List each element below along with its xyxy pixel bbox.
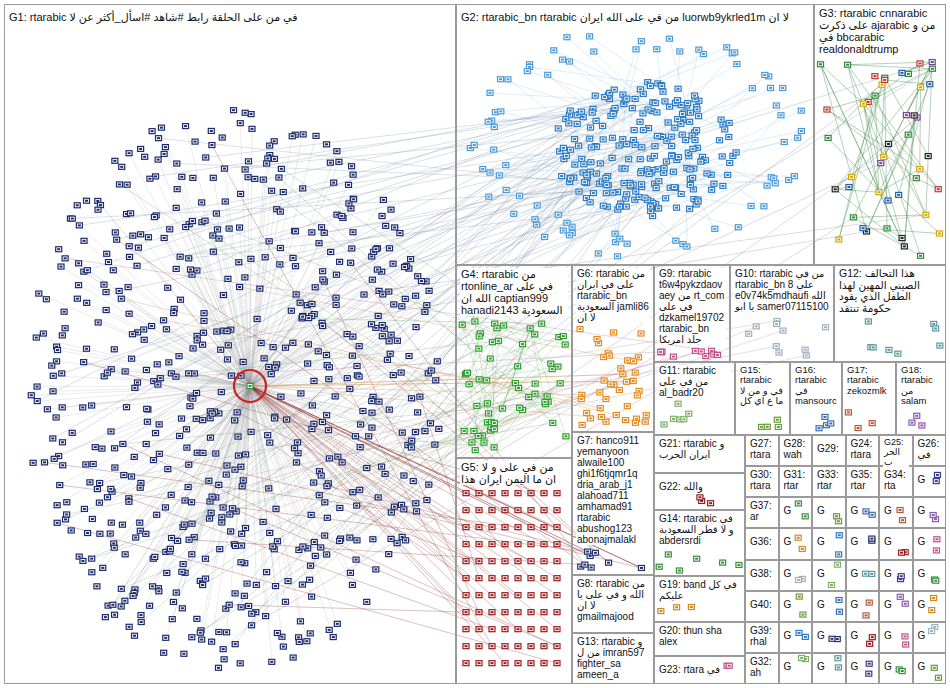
stage: G1: rtarabic في من على الحلقة رابط #شاهد… bbox=[0, 0, 950, 688]
